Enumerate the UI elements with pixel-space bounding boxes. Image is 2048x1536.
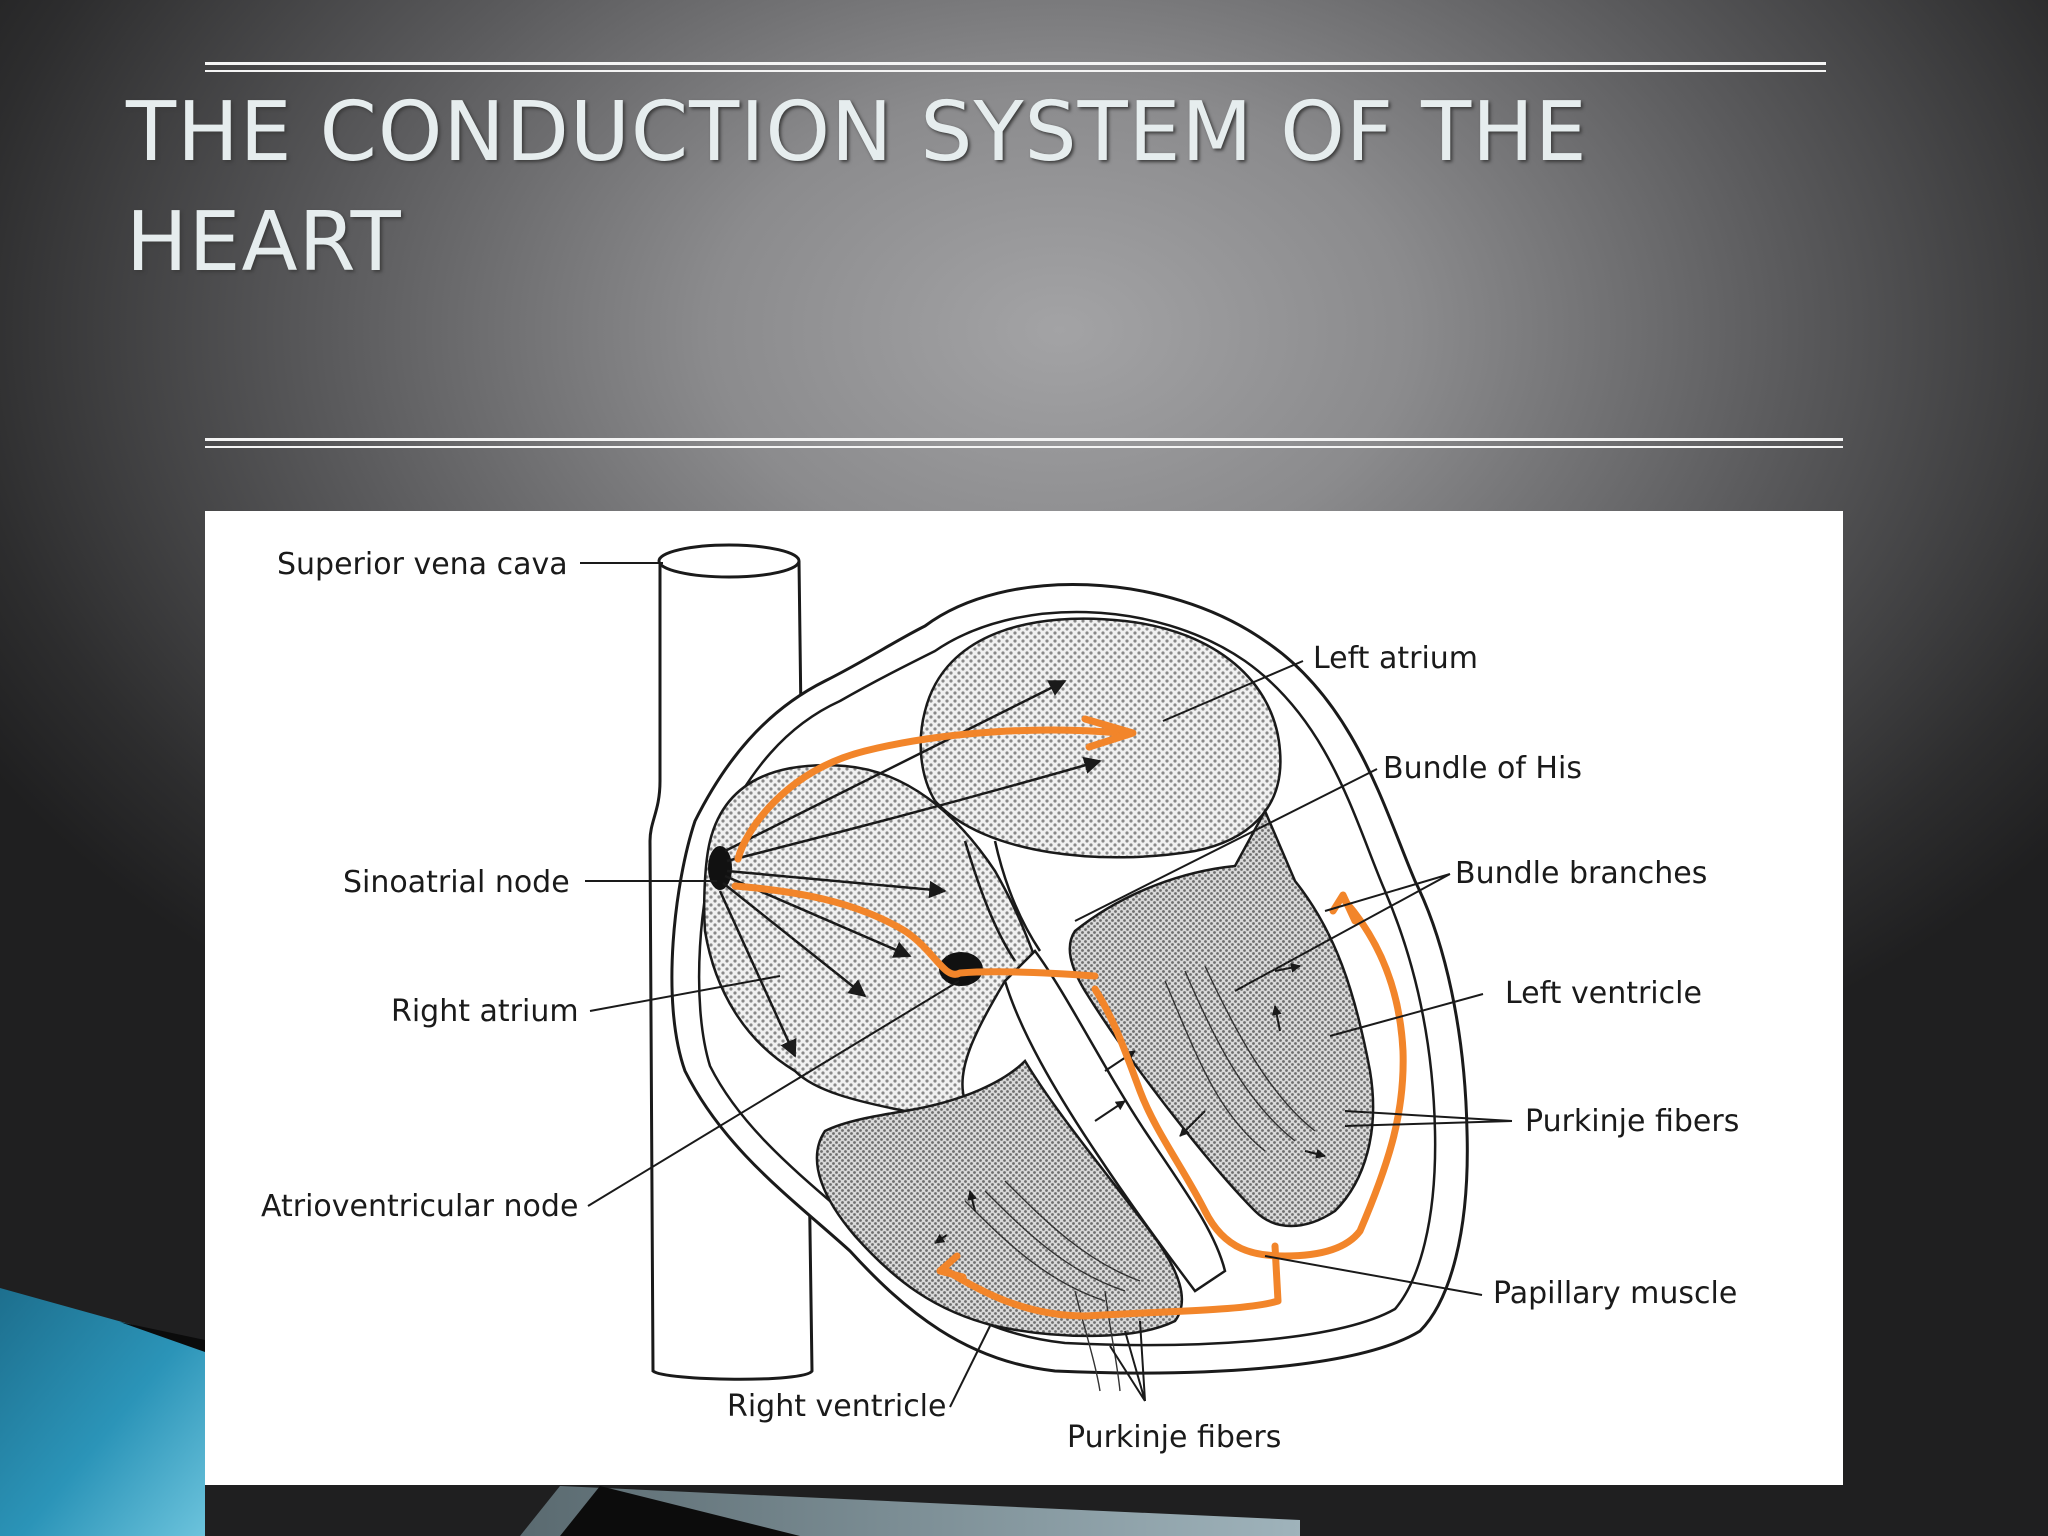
purkinje-fiber-strands [964, 965, 1316, 1392]
label-left-ventricle: Left ventricle [1505, 976, 1702, 1011]
label-purkinje-fibers-right: Purkinje fibers [1525, 1104, 1739, 1139]
ventricle-small-arrows [934, 962, 1326, 1244]
label-bundle-of-his: Bundle of His [1383, 751, 1582, 786]
label-right-atrium: Right atrium [391, 994, 579, 1029]
label-bundle-branches: Bundle branches [1455, 856, 1707, 891]
atrioventricular-node [939, 952, 983, 986]
title-bottom-rule [205, 438, 1843, 441]
label-purkinje-fibers-bottom: Purkinje fibers [1067, 1420, 1281, 1455]
impulse-arrows [718, 679, 1102, 1058]
label-left-atrium: Left atrium [1313, 641, 1478, 676]
label-sinoatrial-node: Sinoatrial node [343, 865, 570, 900]
heart-diagram: Superior vena cava Left atrium Bundle of… [261, 543, 1739, 1455]
label-right-ventricle: Right ventricle [727, 1389, 946, 1424]
interventricular-septum [1003, 949, 1227, 1293]
label-atrioventricular-node: Atrioventricular node [261, 1189, 578, 1224]
right-atrium-chamber [703, 764, 1042, 1113]
title-top-rule [205, 62, 1826, 65]
sinoatrial-node [708, 846, 732, 890]
label-papillary-muscle: Papillary muscle [1493, 1276, 1737, 1311]
right-ventricle-chamber [815, 1058, 1184, 1338]
label-superior-vena-cava: Superior vena cava [277, 547, 568, 582]
slide-title: THE CONDUCTION SYSTEM OF THE HEART [126, 85, 1588, 290]
conduction-pathway [731, 715, 1407, 1320]
label-leader-lines [580, 562, 1513, 1408]
heart-diagram-figure: Superior vena cava Left atrium Bundle of… [205, 511, 1843, 1485]
title-bottom-rule-inner [205, 446, 1843, 448]
title-top-rule-inner [205, 70, 1826, 72]
